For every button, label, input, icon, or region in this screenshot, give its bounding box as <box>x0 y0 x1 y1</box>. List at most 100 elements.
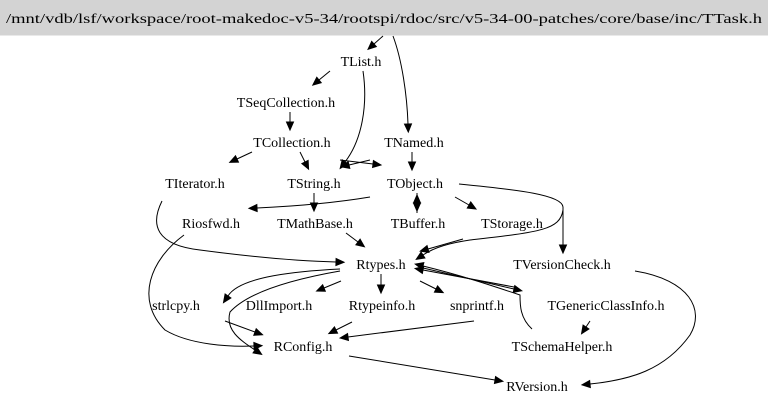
edge-Rtypes-to-RConfig <box>228 270 341 356</box>
node-RVersion[interactable]: RVersion.h <box>506 380 568 395</box>
edge-TCollection-to-TString <box>299 151 310 171</box>
arrowhead-icon <box>247 203 258 213</box>
edge-line <box>454 196 470 206</box>
edge-line <box>347 320 475 338</box>
node-label: Riosfwd.h <box>182 217 240 232</box>
edge-strlcpy-to-RConfig <box>224 320 264 336</box>
node-label: DllImport.h <box>246 299 313 314</box>
arrowhead-icon <box>414 261 425 271</box>
node-label: TBuffer.h <box>391 217 446 232</box>
node-Rtypes[interactable]: Rtypes.h <box>356 258 405 273</box>
arrowhead-icon <box>228 154 240 163</box>
node-TMathBase[interactable]: TMathBase.h <box>277 217 353 232</box>
arrowhead-icon <box>580 379 591 389</box>
edge-Rtypes-to-snprintf <box>419 280 445 294</box>
edge-line <box>348 355 496 381</box>
arrowhead-icon <box>311 76 323 86</box>
node-TIterator[interactable]: TIterator.h <box>165 177 224 192</box>
node-TSeqCollection[interactable]: TSeqCollection.h <box>237 96 335 111</box>
edge-line <box>323 280 342 289</box>
node-label: TStorage.h <box>481 217 543 232</box>
edge-root-to-TNamed <box>392 35 413 134</box>
arrowhead-icon <box>580 324 590 335</box>
edge-TIterator-to-Rtypes <box>156 200 346 267</box>
edge-line <box>589 270 696 385</box>
node-DllImport[interactable]: DllImport.h <box>246 299 313 314</box>
edge-RConfig-to-RVersion <box>348 355 505 385</box>
node-TString[interactable]: TString.h <box>287 177 340 192</box>
edge-line <box>422 265 533 330</box>
edge-snprintf-to-RConfig <box>338 320 475 342</box>
edge-line <box>373 35 384 45</box>
root-node-box <box>0 0 768 36</box>
node-strlcpy[interactable]: strlcpy.h <box>152 299 200 314</box>
edge-TObject-to-TVersionCheck <box>458 183 568 255</box>
edge-TVersionCheck-to-RVersion <box>580 270 696 389</box>
node-TStorage[interactable]: TStorage.h <box>481 217 543 232</box>
arrowhead-icon <box>338 332 350 342</box>
node-TBuffer[interactable]: TBuffer.h <box>391 217 446 232</box>
edge-line <box>427 238 464 250</box>
edge-TNamed-to-TString <box>340 159 371 170</box>
edge-Rtypes-to-Rtypeinfo <box>376 274 386 295</box>
edge-TMathBase-to-Rtypes <box>345 232 366 248</box>
arrowhead-icon <box>403 123 413 134</box>
node-TNamed[interactable]: TNamed.h <box>384 136 443 151</box>
arrowhead-icon <box>355 238 366 248</box>
edge-TSeqCollection-to-TCollection <box>285 112 295 132</box>
edge-TSchemaHelper-to-Rtypes <box>414 261 533 330</box>
edge-TCollection-to-TObject <box>339 159 383 169</box>
edge-line <box>156 200 337 263</box>
edge-Rtypeinfo-to-RConfig <box>327 321 353 335</box>
node-label: TList.h <box>341 55 382 70</box>
arrowhead-icon <box>315 283 327 292</box>
edge-line <box>236 151 253 160</box>
edge-line <box>458 183 564 245</box>
node-TSchemaHelper[interactable]: TSchemaHelper.h <box>512 340 613 355</box>
arrowhead-icon <box>252 346 263 356</box>
edge-TObject-to-Riosfwd <box>247 196 371 213</box>
node-TGenericClassInfo[interactable]: TGenericClassInfo.h <box>547 299 664 314</box>
node-snprintf[interactable]: snprintf.h <box>450 299 504 314</box>
node-label: RVersion.h <box>506 380 568 395</box>
nodes-layer: /mnt/vdb/lsf/workspace/root-makedoc-v5-3… <box>0 0 768 395</box>
edge-TNamed-to-TObject <box>407 152 417 172</box>
arrowhead-icon <box>433 284 445 294</box>
edge-TList-to-TString <box>339 70 366 170</box>
node-RConfig[interactable]: RConfig.h <box>274 340 333 355</box>
edge-line <box>345 232 359 243</box>
root-node[interactable]: /mnt/vdb/lsf/workspace/root-makedoc-v5-3… <box>0 0 768 36</box>
node-label: strlcpy.h <box>152 299 200 314</box>
node-label: snprintf.h <box>450 299 504 314</box>
node-Rtypeinfo[interactable]: Rtypeinfo.h <box>349 299 416 314</box>
edges-layer <box>148 35 696 389</box>
edge-Rtypes-to-strlcpy <box>222 268 341 304</box>
edge-TStorage-to-Rtypes <box>419 238 464 253</box>
node-TCollection[interactable]: TCollection.h <box>253 136 330 151</box>
node-TList[interactable]: TList.h <box>341 55 382 70</box>
node-label: TNamed.h <box>384 136 443 151</box>
arrowhead-icon <box>466 201 478 210</box>
node-Riosfwd[interactable]: Riosfwd.h <box>182 217 240 232</box>
arrowhead-icon <box>412 193 422 204</box>
node-label: TCollection.h <box>253 136 330 151</box>
edge-line <box>299 151 306 163</box>
node-label: RConfig.h <box>274 340 333 355</box>
arrowhead-icon <box>367 40 378 51</box>
arrowhead-icon <box>300 159 310 171</box>
edge-TString-to-TMathBase <box>309 193 319 213</box>
arrowhead-icon <box>512 284 524 294</box>
node-TObject[interactable]: TObject.h <box>387 177 443 192</box>
root-node-label: /mnt/vdb/lsf/workspace/root-makedoc-v5-3… <box>6 12 762 27</box>
edge-TList-to-TSeqCollection <box>311 70 331 86</box>
node-label: Rtypeinfo.h <box>349 299 416 314</box>
arrowhead-icon <box>327 325 339 335</box>
arrowhead-icon <box>376 284 386 295</box>
arrowhead-icon <box>558 244 568 255</box>
edge-line <box>422 209 564 256</box>
arrowhead-icon <box>309 202 319 213</box>
edge-line <box>228 270 341 351</box>
arrowhead-icon <box>407 161 417 172</box>
node-TVersionCheck[interactable]: TVersionCheck.h <box>513 258 611 273</box>
